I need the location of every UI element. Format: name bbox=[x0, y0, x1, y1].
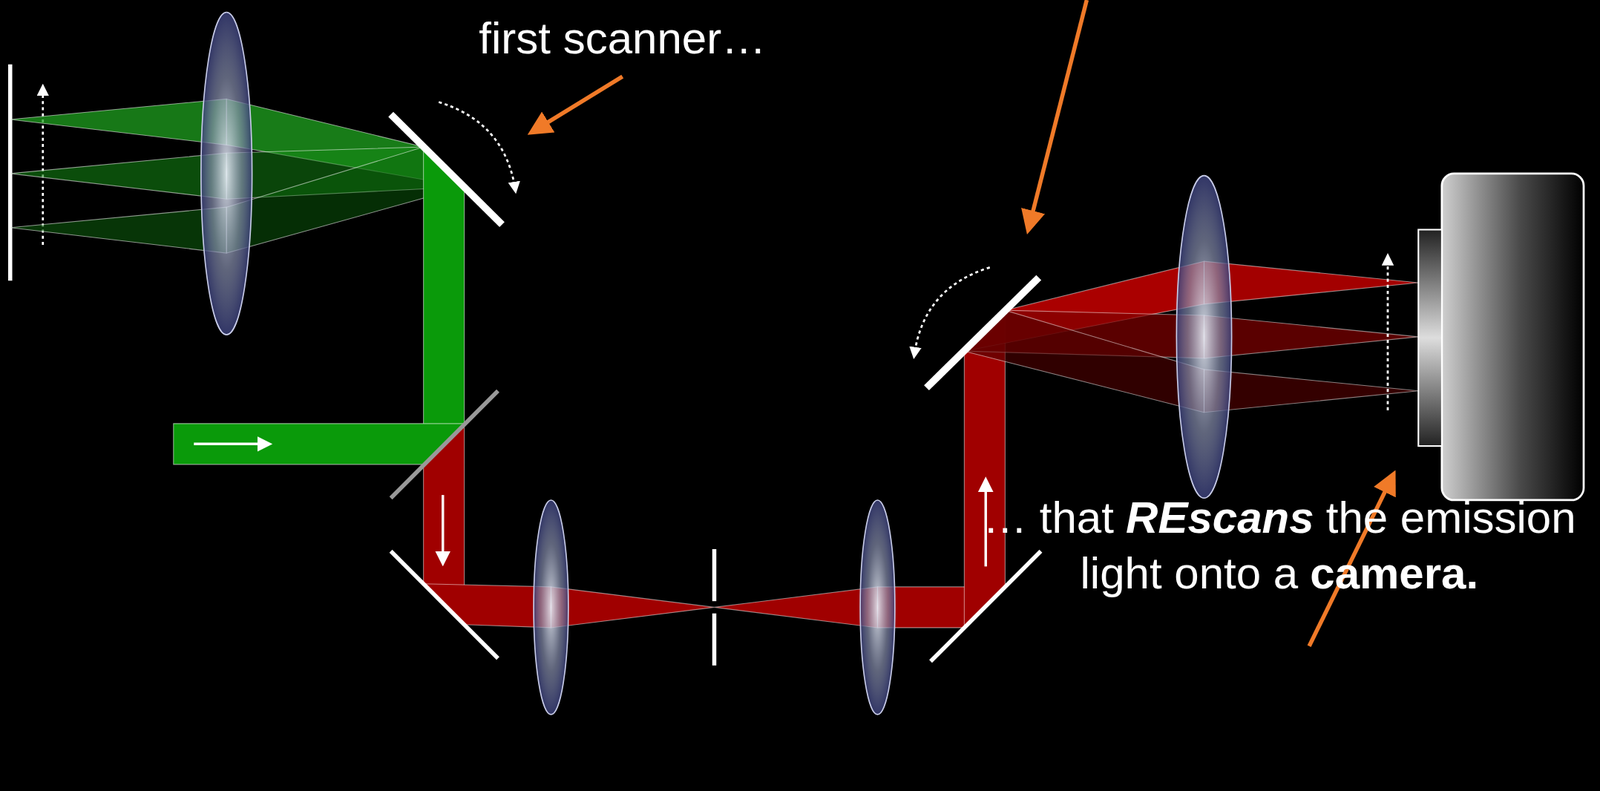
callout-label: first scanner… bbox=[478, 10, 766, 67]
mirrors bbox=[391, 114, 1042, 662]
callout-label: the emission bbox=[1326, 489, 1577, 546]
callout-text: … thatREscansthe emissionlight onto acam… bbox=[982, 489, 1576, 602]
scan-arrows bbox=[438, 102, 990, 356]
leader-arrows bbox=[532, 0, 1393, 647]
camera bbox=[1387, 173, 1584, 501]
callout-label: camera. bbox=[1309, 545, 1479, 602]
pinhole bbox=[712, 549, 717, 666]
text-line: … thatREscansthe emission bbox=[982, 489, 1576, 546]
callout-label: … that bbox=[982, 489, 1114, 546]
flow-arrow bbox=[441, 494, 444, 562]
callout-label: light onto a bbox=[1080, 545, 1299, 602]
callout-text: first scanner… bbox=[478, 10, 766, 67]
text-line: light onto acamera. bbox=[982, 545, 1576, 602]
lenses bbox=[201, 12, 1232, 715]
text-line: first scanner… bbox=[478, 10, 766, 67]
callout-label: REscans bbox=[1125, 489, 1314, 546]
red-beams bbox=[423, 261, 1419, 628]
input-arrow bbox=[193, 443, 268, 446]
